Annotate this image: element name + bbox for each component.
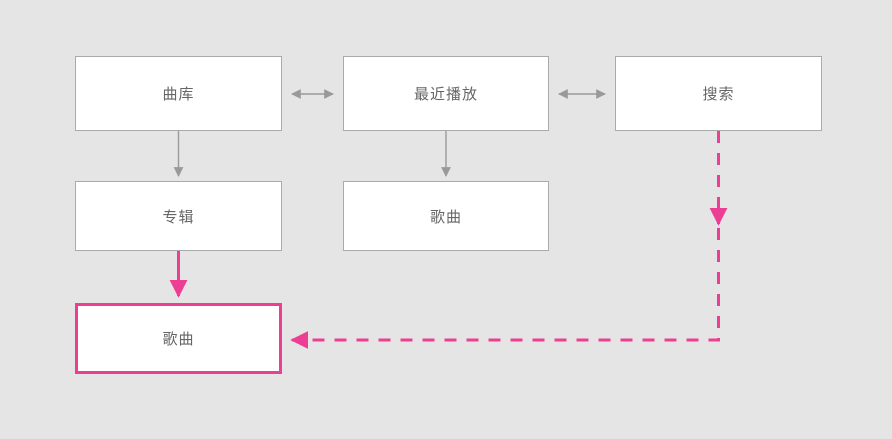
node-song[interactable]: 歌曲 — [343, 181, 549, 251]
node-album-label: 专辑 — [162, 208, 195, 226]
node-library[interactable]: 曲库 — [75, 56, 282, 131]
node-recently-played[interactable]: 最近播放 — [343, 56, 549, 131]
node-search-label: 搜索 — [702, 86, 735, 103]
node-search[interactable]: 搜索 — [615, 56, 822, 131]
node-song-label: 歌曲 — [429, 208, 462, 226]
node-library-label: 曲库 — [162, 86, 195, 103]
node-song-selected[interactable]: 歌曲 — [75, 303, 282, 374]
node-song-selected-label: 歌曲 — [162, 331, 195, 348]
node-album[interactable]: 专辑 — [75, 181, 282, 251]
node-recently-played-label: 最近播放 — [413, 86, 478, 103]
